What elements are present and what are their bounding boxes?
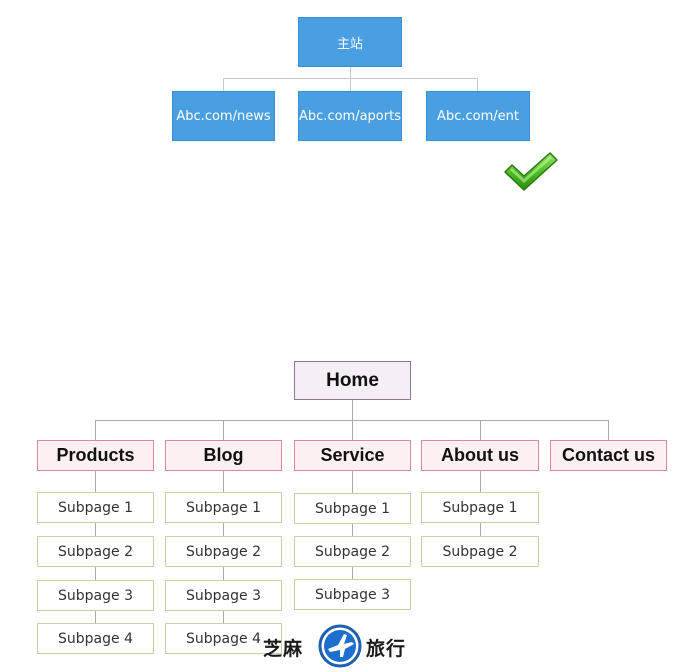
connector	[223, 78, 224, 91]
connector	[352, 420, 353, 440]
connector	[477, 78, 478, 91]
subpage-node: Subpage 1	[37, 492, 154, 523]
category-products: Products	[37, 440, 154, 471]
green-checkmark-icon	[504, 152, 558, 191]
news-subdir-box: Abc.com/news	[172, 91, 275, 141]
connector	[350, 78, 351, 91]
connector	[350, 67, 351, 79]
watermark-text-left: 芝麻	[263, 638, 304, 660]
category-blog: Blog	[165, 440, 282, 471]
airplane-logo-icon	[318, 624, 362, 668]
ent-subdir-box: Abc.com/ent	[426, 91, 530, 141]
connector	[480, 420, 481, 440]
subpage-node: Subpage 2	[37, 536, 154, 567]
subpage-node: Subpage 1	[165, 492, 282, 523]
category-service: Service	[294, 440, 411, 471]
category-contact-us: Contact us	[550, 440, 667, 471]
home-node: Home	[294, 361, 411, 400]
connector	[352, 471, 353, 580]
connector	[223, 420, 224, 440]
subpage-node: Subpage 4	[165, 623, 282, 654]
watermark-text-right: 旅行	[366, 638, 407, 660]
connector	[608, 420, 609, 440]
sports-subdir-box: Abc.com/aports	[298, 91, 402, 141]
subpage-node: Subpage 3	[165, 580, 282, 611]
subpage-node: Subpage 2	[421, 536, 539, 567]
subpage-node: Subpage 1	[421, 492, 539, 523]
subpage-node: Subpage 4	[37, 623, 154, 654]
connector	[95, 420, 96, 440]
category-about-us: About us	[421, 440, 539, 471]
subpage-node: Subpage 2	[294, 536, 411, 567]
main-site-box: 主站	[298, 17, 402, 67]
subpage-node: Subpage 2	[165, 536, 282, 567]
subpage-node: Subpage 1	[294, 493, 411, 524]
connector	[352, 399, 353, 420]
subpage-node: Subpage 3	[37, 580, 154, 611]
subpage-node: Subpage 3	[294, 579, 411, 610]
